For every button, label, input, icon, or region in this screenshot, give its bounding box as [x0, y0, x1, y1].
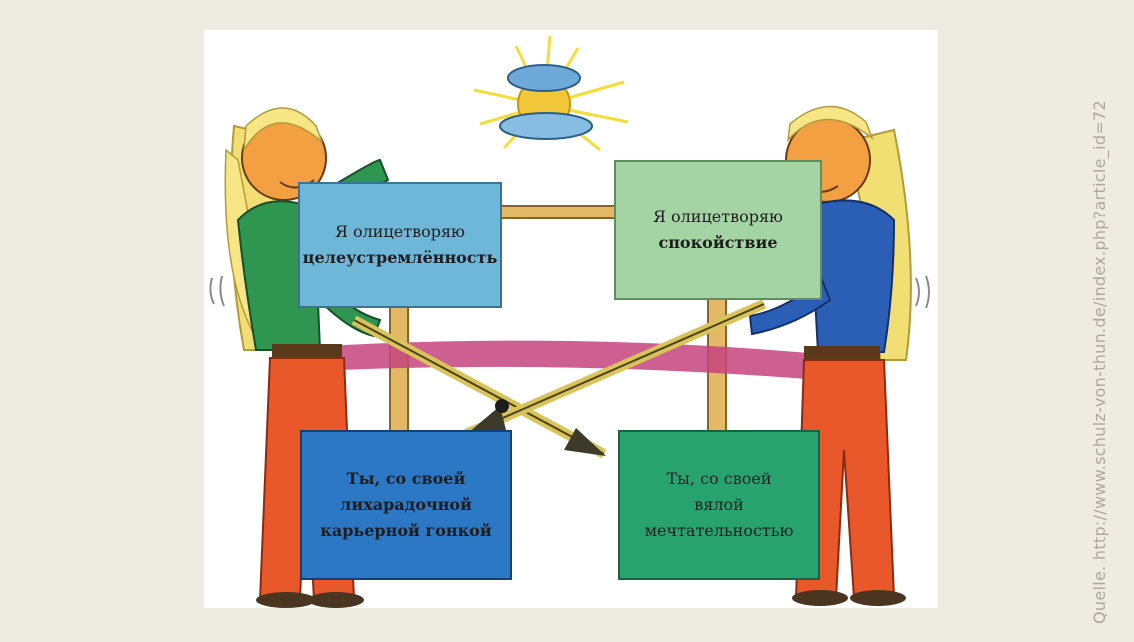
sign-bottom-left: Ты, со своей лихарадочной карьерной гонк…	[300, 430, 512, 580]
sign-top-right: Я олицетворяю спокойствие	[614, 160, 822, 300]
sign-bottom-right-line1: Ты, со своей	[666, 469, 772, 488]
sign-bottom-left-line1: Ты, со своей	[346, 469, 466, 488]
motion-lines	[209, 275, 930, 309]
sign-top-left-line2: целеустремлённость	[302, 248, 498, 267]
sign-bottom-left-line2: лихарадочной	[340, 495, 472, 514]
cloud-icon	[499, 64, 593, 140]
illustration	[209, 35, 930, 608]
source-caption: Quelle. http://www.schulz-von-thun.de/in…	[1090, 100, 1109, 624]
sign-top-left-line1: Я олицетворяю	[335, 222, 465, 241]
sign-top-right-line2: спокойствие	[658, 233, 778, 252]
belt-line	[294, 340, 844, 382]
sign-bottom-right-line3: мечтательностью	[644, 521, 794, 540]
sign-bottom-right-line2: вялой	[694, 495, 744, 514]
illustration-frame: Я олицетворяю целеустремлённость Я олице…	[204, 30, 938, 608]
sign-bottom-left-line3: карьерной гонкой	[320, 521, 492, 540]
arrow-left-to-right	[351, 315, 607, 459]
sign-bottom-right: Ты, со своей вялой мечтательностью	[618, 430, 820, 580]
right-person-figure	[748, 105, 912, 606]
sign-top-right-line1: Я олицетворяю	[653, 207, 783, 226]
sign-top-left: Я олицетворяю целеустремлённость	[298, 182, 502, 308]
